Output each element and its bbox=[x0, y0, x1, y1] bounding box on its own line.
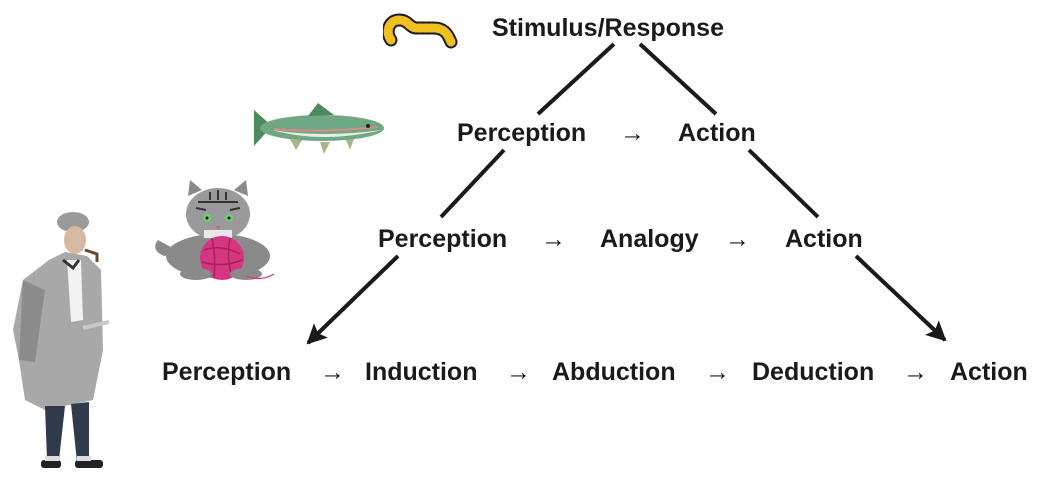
level-cat-arrow-2: → bbox=[725, 225, 750, 253]
arrow-down-left bbox=[306, 254, 400, 345]
level-cat-step-3: Action bbox=[785, 225, 863, 253]
level-detective-arrow-1: → bbox=[320, 358, 345, 386]
fish-icon bbox=[254, 103, 384, 154]
level-detective-arrow-3: → bbox=[705, 358, 730, 386]
level-fish-arrow-1: → bbox=[620, 119, 645, 147]
level-cat-step-2: Analogy bbox=[600, 225, 699, 253]
arrow-down-right bbox=[854, 254, 947, 342]
level-fish-step-2: Action bbox=[678, 119, 756, 147]
level-cat-step-1: Perception bbox=[378, 225, 508, 253]
level-detective-step-4: Deduction bbox=[752, 358, 875, 386]
level-detective-step-5: Action bbox=[950, 358, 1028, 386]
level-detective-arrow-2: → bbox=[506, 358, 531, 386]
connector-top-left bbox=[536, 42, 616, 116]
connector-top-right bbox=[638, 42, 718, 116]
level-worm-step-1: Stimulus/Response bbox=[492, 14, 724, 42]
connector-mid-right bbox=[747, 148, 820, 219]
level-detective-step-3: Abduction bbox=[552, 358, 676, 386]
connector-mid-left bbox=[439, 148, 506, 219]
level-detective-arrow-4: → bbox=[903, 358, 928, 386]
level-detective-step-2: Induction bbox=[365, 358, 478, 386]
level-detective-step-1: Perception bbox=[162, 358, 292, 386]
cat-with-yarn-icon bbox=[155, 180, 275, 280]
level-fish-step-1: Perception bbox=[457, 119, 587, 147]
worm-icon bbox=[383, 13, 458, 49]
detective-figure-icon bbox=[13, 212, 110, 468]
level-cat-arrow-1: → bbox=[541, 225, 566, 253]
